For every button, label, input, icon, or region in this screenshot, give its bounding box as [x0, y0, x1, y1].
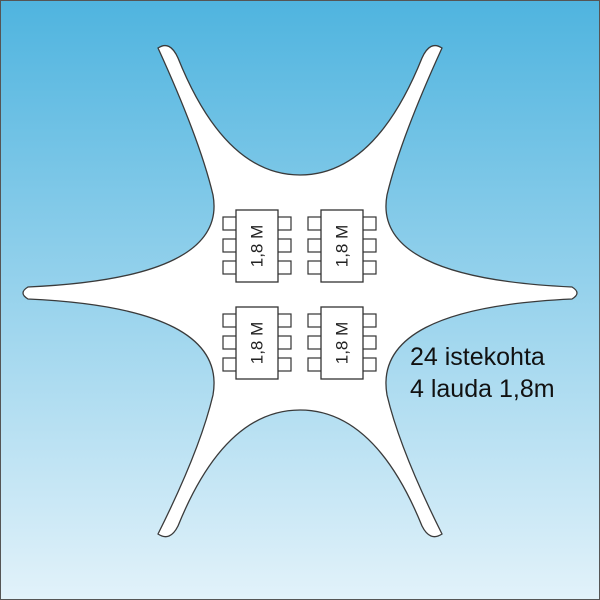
chair — [361, 357, 377, 372]
seat-count-text: 24 istekohta — [410, 343, 545, 371]
chair — [276, 357, 292, 372]
chair — [307, 260, 323, 275]
capacity-caption: 24 istekohta 4 lauda 1,8m — [410, 341, 555, 405]
chair — [307, 238, 323, 253]
chair — [276, 216, 292, 231]
chair — [222, 357, 238, 372]
table-label: 1,8 M — [333, 322, 352, 365]
chair — [222, 313, 238, 328]
chair — [276, 260, 292, 275]
table-group-1: 1,8 M — [222, 209, 292, 283]
table-group-2: 1,8 M — [307, 209, 377, 283]
star-tent-outline — [22, 44, 578, 538]
chair — [307, 216, 323, 231]
table-label: 1,8 M — [333, 225, 352, 268]
table — [235, 209, 279, 283]
chair — [307, 313, 323, 328]
chair — [361, 238, 377, 253]
chair — [222, 238, 238, 253]
chair — [222, 335, 238, 350]
table — [235, 306, 279, 380]
chair — [276, 313, 292, 328]
table-label: 1,8 M — [248, 322, 267, 365]
chair — [361, 313, 377, 328]
chair — [307, 357, 323, 372]
table-group-4: 1,8 M — [307, 306, 377, 380]
chair — [222, 216, 238, 231]
chair — [222, 260, 238, 275]
table-group-3: 1,8 M — [222, 306, 292, 380]
chair — [276, 335, 292, 350]
chair — [361, 216, 377, 231]
table — [320, 306, 364, 380]
table-count-text: 4 lauda 1,8m — [410, 375, 555, 403]
chair — [361, 260, 377, 275]
chair — [276, 238, 292, 253]
table-label: 1,8 M — [248, 225, 267, 268]
chair — [361, 335, 377, 350]
chair — [307, 335, 323, 350]
table — [320, 209, 364, 283]
